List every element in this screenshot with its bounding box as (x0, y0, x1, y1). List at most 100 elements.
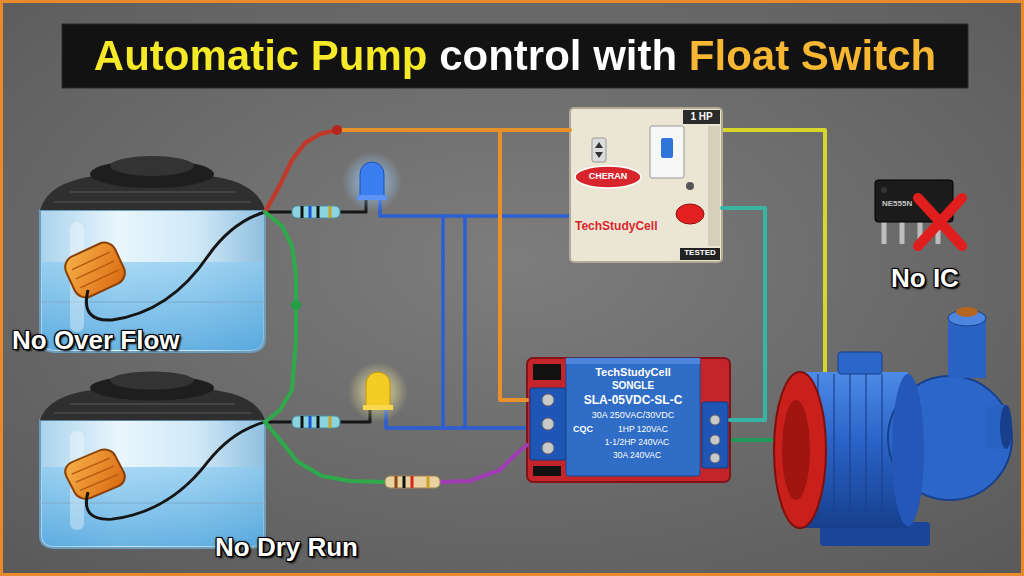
water-pump (782, 400, 810, 500)
wire-connector (265, 130, 570, 212)
relay-board (533, 466, 561, 476)
resistor-symbol (385, 476, 440, 488)
starter-panel (686, 182, 694, 190)
relay-board (566, 358, 700, 364)
resistor-symbol (309, 416, 312, 428)
contact-rating: 30A 250VAC/30VDC (592, 411, 674, 421)
water-pump (774, 372, 826, 528)
relay-module: TechStudyCellSONGLESLA-05VDC-SL-C30A 250… (527, 358, 730, 482)
resistor-symbol (395, 476, 398, 488)
blue-led (342, 152, 402, 212)
starter-panel (592, 138, 606, 162)
relay-board (527, 358, 730, 482)
callout-label: No IC (891, 264, 959, 293)
starter-panel (676, 204, 704, 224)
relay-board (566, 358, 700, 476)
blue-led (357, 195, 387, 200)
water-pump (948, 318, 986, 378)
resistor-symbol (292, 206, 340, 218)
tank-label: No Dry Run (215, 533, 358, 562)
resistor-symbol (292, 416, 340, 428)
wire-connector (265, 422, 527, 482)
brand-logo: CHERAN (589, 172, 628, 182)
tested-tag: TESTED (684, 249, 716, 258)
starter-panel (683, 110, 720, 124)
wire-connector (722, 208, 765, 420)
resistor-symbol (317, 206, 320, 218)
yellow-led (348, 362, 408, 422)
relay-board (702, 402, 728, 468)
wire-connector (265, 212, 296, 422)
rating-tag: 1 HP (690, 111, 712, 122)
water-pump (838, 352, 882, 374)
resistor-symbol (301, 206, 304, 218)
water-pump (774, 307, 1012, 546)
resistor-symbol (403, 476, 406, 488)
chip-marking: NE555N (882, 200, 912, 209)
starter-panel (575, 166, 641, 188)
resistor-symbol (427, 476, 430, 488)
relay-board (542, 394, 554, 406)
starter-panel (570, 108, 722, 262)
water-pump (892, 374, 924, 526)
resistor-symbol (411, 476, 414, 488)
junction-dot (332, 125, 342, 135)
wire-connector (265, 130, 527, 400)
water-pump (956, 307, 978, 317)
starter-panel (680, 248, 720, 260)
relay-board (530, 388, 566, 460)
junction-dot (291, 300, 301, 310)
relay-board (710, 415, 720, 425)
resistor-symbol (301, 416, 304, 428)
resistor-symbol (317, 416, 320, 428)
cert-mark: CQC (573, 425, 593, 435)
pump-starter: 1 HP CHERAN TechStudyCellTESTED (570, 108, 722, 262)
cross-mark (918, 198, 962, 246)
resistor-symbol (329, 206, 332, 218)
indicator-wiring (722, 130, 825, 372)
starter-panel (570, 108, 722, 262)
brand-text: TechStudyCell (575, 220, 657, 233)
title-bar (62, 24, 968, 88)
relay-board (710, 453, 720, 463)
indicator-wiring (386, 408, 530, 428)
blue-led (360, 162, 384, 198)
title-bar: Automatic Pump control with Float Switch (62, 24, 968, 88)
indicator-wiring (443, 216, 465, 428)
relay-board (527, 358, 730, 482)
blue-led (342, 152, 402, 212)
resistor-symbol (329, 416, 332, 428)
yellow-led (363, 405, 393, 410)
starter-panel (650, 126, 684, 178)
resistor-symbol (309, 206, 312, 218)
relay-board (542, 442, 554, 454)
water-pump (818, 374, 882, 526)
wire-group (265, 130, 765, 482)
yellow-led (366, 372, 390, 408)
contact-rating: 30A 240VAC (613, 451, 661, 460)
starter-panel (595, 142, 603, 158)
contact-rating: 1-1/2HP 240VAC (605, 438, 669, 447)
resistor-symbol (385, 476, 440, 488)
starter-panel (708, 126, 720, 246)
overhead-tank (40, 156, 265, 352)
brand-text: TechStudyCell (595, 366, 671, 378)
ic-chip (875, 180, 953, 244)
relay-board (533, 364, 561, 380)
indicator-wiring (728, 438, 774, 442)
sump-tank (40, 372, 265, 548)
resistor-symbol (292, 206, 340, 218)
starter-panel (661, 138, 673, 158)
water-pump (1000, 405, 1012, 449)
yellow-led (348, 362, 408, 422)
contact-rating: 1HP 120VAC (618, 425, 668, 434)
maker-name: SONGLE (612, 380, 654, 391)
water-tank: No Over Flow (40, 152, 265, 352)
